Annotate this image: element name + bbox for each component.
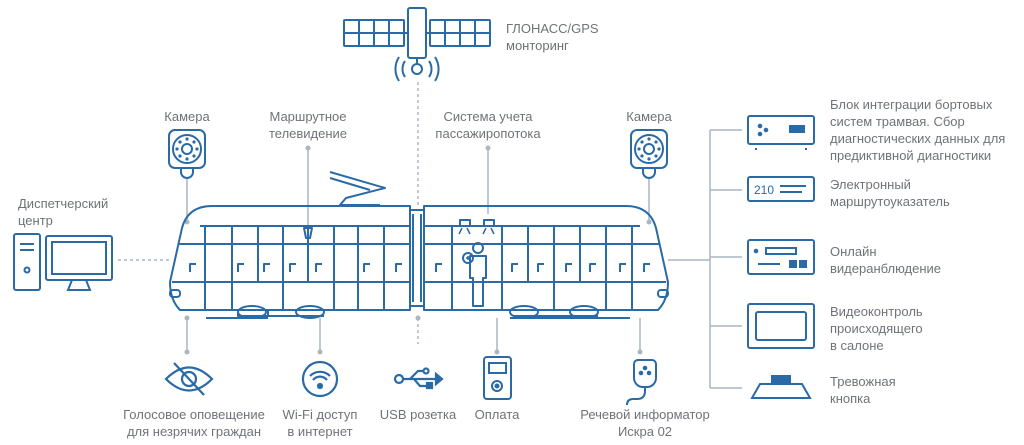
label-passenger-count-line: пассажиропотока — [435, 126, 541, 141]
label-route-sign: Электронный маршрутоуказатель — [830, 176, 950, 210]
label-informer-line: Речевой информатор — [580, 407, 710, 422]
usb-icon — [393, 367, 444, 390]
label-voice-alert-line: Голосовое оповещение — [123, 407, 265, 422]
label-informer-line: Искра 02 — [617, 424, 673, 439]
label-online-video-line: Онлайн — [830, 244, 877, 259]
label-video-control-line: Видеоконтроль — [830, 304, 923, 319]
label-camera-right-line: Камера — [626, 109, 672, 124]
label-passenger-count: Система учета пассажиропотока — [435, 108, 540, 142]
label-camera-left-line: Камера — [164, 109, 210, 124]
satellite-icon — [343, 7, 491, 82]
label-route-sign-line: маршрутоуказатель — [830, 194, 950, 209]
label-usb-line: USB розетка — [379, 407, 457, 422]
desktop-computer-icon — [13, 233, 113, 291]
connectors-solid — [186, 129, 742, 389]
label-route-sign-line: Электронный — [830, 177, 911, 192]
payment-terminal-icon — [483, 356, 512, 400]
label-video-control: Видеоконтроль происходящего в салоне — [830, 303, 923, 354]
label-dispatch-line: Диспетчерский — [18, 196, 109, 211]
label-passenger-count-line: Система учета — [443, 109, 533, 124]
label-gps-line: ГЛОНАСС/GPS — [506, 21, 599, 36]
label-dispatch-line: центр — [18, 213, 53, 228]
label-route-tv: Маршрутное телевидение — [269, 108, 347, 142]
label-online-video: Онлайн видеранблюдение — [830, 243, 941, 277]
label-video-control-line: в салоне — [830, 338, 884, 353]
wifi-icon — [301, 360, 339, 398]
label-integration-line: диагностических данных для — [830, 131, 1006, 146]
label-payment-line: Оплата — [474, 407, 520, 422]
label-route-tv-line: телевидение — [268, 126, 348, 141]
label-gps: ГЛОНАСС/GPS монторинг — [506, 20, 599, 54]
label-wifi-line: Wi-Fi доступ — [282, 407, 358, 422]
label-dispatch: Диспетчерский центр — [18, 195, 108, 229]
label-alarm-line: Тревожная — [830, 374, 896, 389]
label-wifi-line: в интернет — [287, 424, 353, 439]
label-integration-line: систем трамвая. Сбор — [830, 114, 965, 129]
label-integration-line: предиктивной диагностики — [830, 148, 992, 163]
connector-dots — [184, 145, 652, 355]
label-voice-alert: Голосовое оповещение для незрячих граждан — [123, 406, 265, 440]
crossed-eye-icon — [164, 362, 214, 396]
camera-icon — [630, 129, 668, 179]
label-gps-line: монторинг — [506, 38, 569, 53]
alarm-button-icon — [750, 375, 812, 399]
label-integration: Блок интеграции бортовых систем трамвая. … — [830, 96, 1005, 164]
label-alarm-line: кнопка — [830, 391, 871, 406]
label-video-control-line: происходящего — [830, 321, 923, 336]
microphone-icon — [626, 359, 657, 406]
label-payment: Оплата — [475, 406, 520, 423]
connectors — [118, 82, 419, 344]
route-sign-number: 210 — [754, 183, 774, 197]
label-wifi: Wi-Fi доступ в интернет — [283, 406, 358, 440]
camera-icon — [168, 129, 206, 179]
monitor-icon — [747, 303, 815, 349]
route-sign-icon — [747, 176, 815, 202]
tram-icon — [169, 171, 669, 319]
label-integration-line: Блок интеграции бортовых — [830, 97, 993, 112]
label-usb: USB розетка — [380, 406, 456, 423]
label-route-tv-line: Маршрутное — [269, 109, 347, 124]
label-camera-right: Камера — [626, 108, 671, 125]
video-recorder-icon — [747, 239, 815, 275]
label-alarm: Тревожная кнопка — [830, 373, 896, 407]
label-voice-alert-line: для незрячих граждан — [126, 424, 262, 439]
label-online-video-line: видеранблюдение — [830, 261, 942, 276]
label-camera-left: Камера — [164, 108, 209, 125]
integration-unit-icon — [747, 115, 815, 150]
